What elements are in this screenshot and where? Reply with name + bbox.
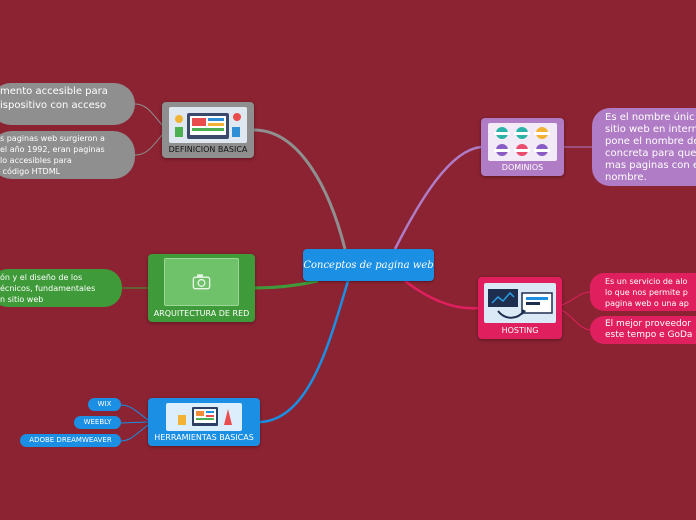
tool-wix[interactable]: WIX (88, 398, 121, 411)
subtopic-hosting-1[interactable]: Es un servicio de alo lo que nos permite… (590, 273, 696, 311)
topic-hosting[interactable]: HOSTING (478, 277, 562, 339)
topic-dominios[interactable]: DOMINIOS (481, 118, 564, 176)
subtopic-text: s paginas web surgieron a el año 1992, e… (0, 134, 105, 176)
link-tool-wix (120, 404, 149, 421)
web-tools-illustration-icon (166, 403, 242, 431)
link-center-dominios (393, 145, 482, 250)
subtopic-text: ón y el diseño de los écnicos, fundament… (0, 273, 96, 304)
camera-placeholder-icon (164, 258, 239, 306)
link-tool-dreamweaver (120, 424, 149, 442)
link-definicion-1 (134, 103, 163, 126)
subtopic-text: mento accesible para ispositivo con acce… (0, 86, 108, 111)
link-center-herramientas (259, 280, 350, 424)
topic-label: ARQUITECTURA DE RED (153, 309, 250, 318)
link-hosting-2 (561, 309, 591, 331)
tool-adobe-dreamweaver[interactable]: ADOBE DREAMWEAVER (20, 434, 121, 447)
topic-label: DOMINIOS (501, 163, 544, 172)
topic-definicion-basica[interactable]: DEFINICION BASICA (162, 102, 254, 158)
link-hosting-1 (561, 291, 591, 306)
hosting-screens-icon (484, 283, 556, 323)
subtopic-dominios-1[interactable]: Es el nombre únic sitio web en intern po… (592, 108, 696, 186)
topic-arquitectura-de-red[interactable]: ARQUITECTURA DE RED (148, 254, 255, 322)
web-design-illustration-icon (169, 107, 247, 143)
link-center-definicion (253, 128, 347, 250)
subtopic-text: Es el nombre únic sitio web en intern po… (605, 112, 696, 183)
subtopic-hosting-2[interactable]: El mejor proveedor este tempo e GoDa (590, 316, 696, 344)
topic-label: HERRAMIENTAS BASICAS (154, 433, 254, 442)
central-topic[interactable]: Conceptos de pagina web (303, 249, 434, 281)
topic-herramientas-basicas[interactable]: HERRAMIENTAS BASICAS (148, 398, 260, 446)
subtopic-arquitectura-1[interactable]: ón y el diseño de los écnicos, fundament… (0, 269, 122, 307)
link-center-arquitectura (254, 279, 319, 290)
domain-badges-icon (488, 123, 557, 161)
subtopic-definicion-1[interactable]: mento accesible para ispositivo con acce… (0, 83, 135, 125)
subtopic-text: El mejor proveedor este tempo e GoDa (605, 319, 693, 340)
link-center-hosting (404, 280, 479, 310)
tool-weebly[interactable]: WEEBLY (74, 416, 121, 429)
topic-label: HOSTING (501, 326, 539, 335)
subtopic-text: Es un servicio de alo lo que nos permite… (605, 277, 689, 308)
subtopic-definicion-2[interactable]: s paginas web surgieron a el año 1992, e… (0, 131, 135, 179)
link-tool-weebly (120, 421, 149, 424)
topic-label: DEFINICION BASICA (168, 145, 248, 154)
link-definicion-2 (134, 134, 163, 156)
